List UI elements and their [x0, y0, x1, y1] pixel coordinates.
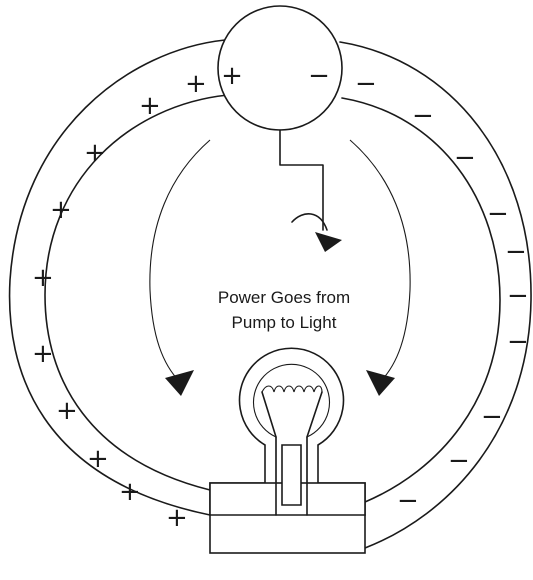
- plus-sign: +: [84, 138, 106, 168]
- outer-wire: [8, 39, 226, 516]
- caption-line-2: Pump to Light: [232, 313, 337, 332]
- bulb-filament: [261, 385, 323, 393]
- plus-sign: +: [50, 195, 72, 225]
- pump: + −: [217, 5, 343, 131]
- minus-sign: −: [355, 69, 377, 99]
- minus-sign: −: [454, 143, 476, 173]
- plus-sign: +: [87, 444, 109, 474]
- plus-sign: +: [185, 69, 207, 99]
- wire-loop: [8, 39, 532, 549]
- left-flow-arrow-icon: [149, 139, 211, 396]
- minus-sign: −: [487, 199, 509, 229]
- inner-wire: [44, 94, 229, 491]
- plus-sign: +: [119, 477, 141, 507]
- plus-sign: +: [32, 339, 54, 369]
- plus-sign: +: [139, 91, 161, 121]
- minus-sign: −: [507, 327, 529, 357]
- light-bulb: [209, 347, 366, 554]
- minus-sign: −: [397, 486, 419, 516]
- caption-line-1: Power Goes from: [218, 288, 350, 307]
- outer-wire: [339, 41, 532, 549]
- pump-minus-terminal: −: [308, 61, 330, 91]
- plus-sign: +: [166, 503, 188, 533]
- right-flow-arrow-icon: [349, 139, 411, 396]
- rotation-arrow-icon: [291, 213, 342, 252]
- pump-plus-terminal: +: [221, 61, 243, 91]
- pump-shaft: [279, 129, 324, 231]
- bulb-glass: [209, 347, 366, 516]
- negative-charges: − − − − − − − − − −: [355, 69, 529, 516]
- minus-sign: −: [412, 101, 434, 131]
- positive-charges: + + + + + + + + + +: [32, 69, 207, 533]
- minus-sign: −: [507, 281, 529, 311]
- minus-sign: −: [481, 402, 503, 432]
- minus-sign: −: [505, 237, 527, 267]
- inner-wire: [341, 97, 501, 503]
- minus-sign: −: [448, 446, 470, 476]
- plus-sign: +: [32, 263, 54, 293]
- plus-sign: +: [56, 396, 78, 426]
